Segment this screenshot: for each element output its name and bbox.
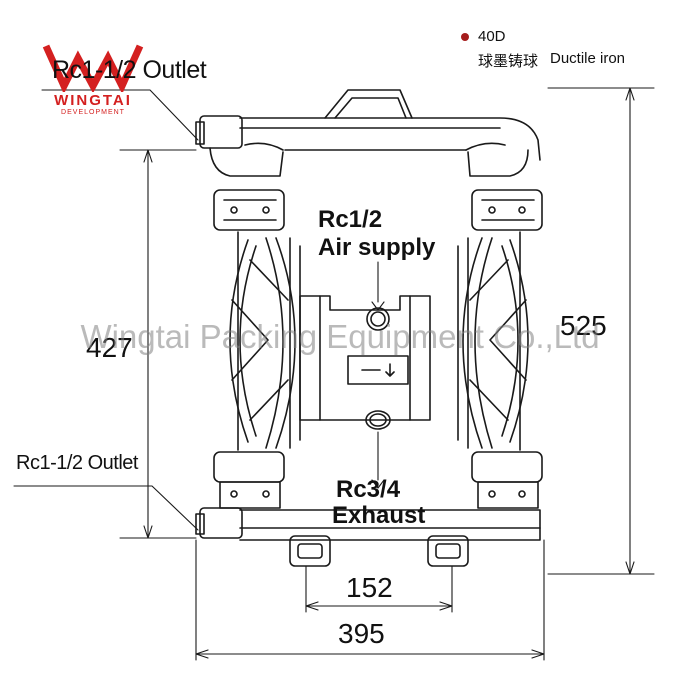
logo-subtitle: DEVELOPMENT <box>61 109 125 116</box>
bottom-flanges <box>213 451 543 509</box>
material-cn-label: 球墨铸球 <box>478 52 539 70</box>
exhaust-label-line2: Exhaust <box>332 502 426 529</box>
model-bullet <box>461 33 469 41</box>
watermark-text: Wingtai Packing Equipment Co.,Ltd <box>80 318 600 355</box>
model-label: 40D <box>478 28 506 45</box>
wingtai-logo: WINGTAI DEVELOPMENT <box>38 40 148 120</box>
top-flanges <box>213 189 543 231</box>
right-chamber <box>457 231 529 451</box>
dim-overall-height: 525 <box>560 310 607 341</box>
outlet-top-label: Rc1-1/2 Outlet <box>52 56 207 84</box>
air-supply-label-line1: Rc1/2 <box>318 206 383 233</box>
dim-outlet-spacing: 427 <box>86 332 133 363</box>
air-supply-port <box>366 307 390 331</box>
logo-w-mark <box>42 44 144 95</box>
dimension-lines <box>119 87 655 661</box>
center-body <box>299 295 431 430</box>
dim-base-width: 152 <box>346 572 393 603</box>
material-en-label: Ductile iron <box>550 50 626 67</box>
dim-overall-width: 395 <box>338 618 385 649</box>
exhaust-port <box>365 410 391 430</box>
air-supply-label-line2: Air supply <box>318 234 436 261</box>
top-manifold <box>195 115 541 177</box>
callout-leaders <box>13 89 385 531</box>
lifting-handle <box>324 89 413 119</box>
bottom-manifold <box>195 507 541 567</box>
left-foot <box>289 535 331 567</box>
logo-name: WINGTAI <box>54 92 132 109</box>
outlet-bottom-label: Rc1-1/2 Outlet <box>16 452 138 474</box>
exhaust-label-line1: Rc3/4 <box>336 476 401 503</box>
right-foot <box>427 535 469 567</box>
